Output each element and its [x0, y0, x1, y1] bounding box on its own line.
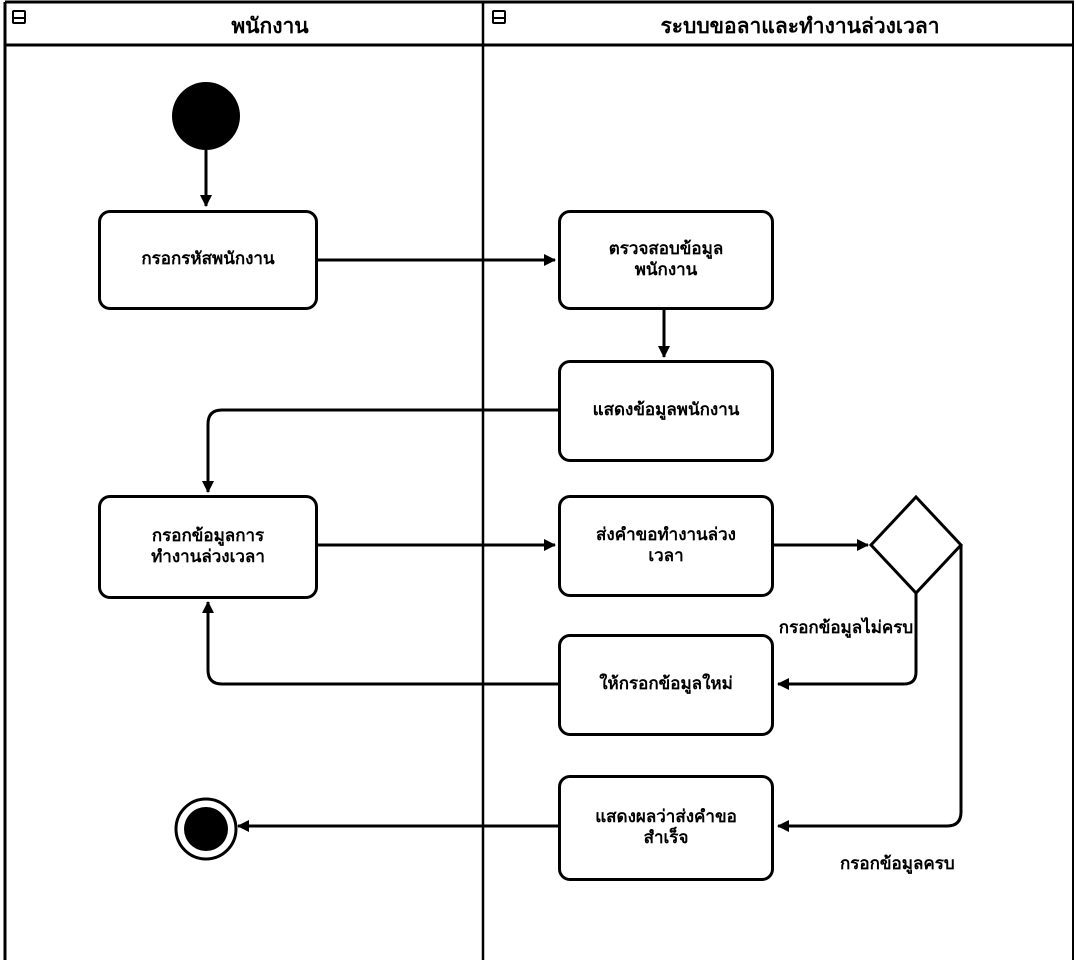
lane-title-system: ระบบขอลาและทำงานล่วงเวลา — [660, 14, 940, 38]
swimlane-icon — [12, 10, 26, 24]
activity-show-employee-info: แสดงข้อมูลพนักงาน — [558, 360, 774, 462]
guard-incomplete: กรอกข้อมูลไม่ครบ — [778, 618, 914, 638]
activity-check-employee-info: ตรวจสอบข้อมูลพนักงาน — [558, 210, 774, 310]
start-node — [172, 82, 240, 150]
lane-title-employee: พนักงาน — [231, 14, 309, 38]
guard-complete: กรอกข้อมูลครบ — [840, 854, 955, 874]
edge-decision-to-result — [777, 545, 963, 832]
edge-decision-to-reenter — [777, 593, 918, 690]
end-node — [174, 797, 238, 861]
activity-show-success: แสดงผลว่าส่งคำขอสำเร็จ — [558, 775, 774, 881]
swimlane-icon — [492, 10, 506, 24]
activity-send-ot-request: ส่งคำขอทำงานล่วงเวลา — [558, 495, 774, 597]
activity-enter-ot-info: กรอกข้อมูลการทำงานล่วงเวลา — [98, 495, 318, 599]
decision-diamond — [868, 494, 964, 596]
edge-show-to-enter-ot — [202, 408, 558, 493]
activity-enter-employee-id: กรอกรหัสพนักงาน — [98, 210, 318, 310]
edge-reenter-to-enter-ot — [202, 601, 558, 686]
activity-request-reenter: ให้กรอกข้อมูลใหม่ — [558, 634, 774, 736]
swimlane-frame — [3, 0, 1074, 960]
